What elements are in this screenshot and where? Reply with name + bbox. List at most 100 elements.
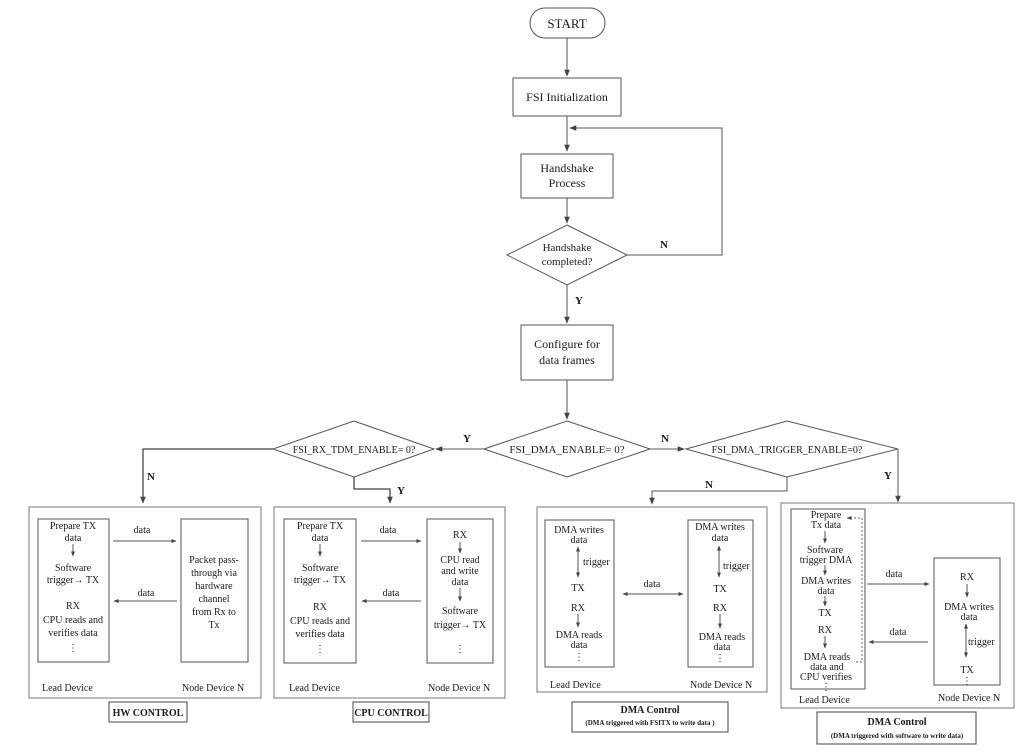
dma2-node-text-6: ⋮ <box>962 676 972 687</box>
dma2-lead-text-6: data <box>818 586 835 597</box>
dma1-node-text-2: data <box>712 533 729 544</box>
dma1-caption-box <box>571 701 729 733</box>
dma2-node-box <box>933 557 1001 686</box>
dma1-lead-text-6: DMA reads <box>556 630 602 641</box>
dma2-caption-sub: (DMA triggered with software to write da… <box>831 732 964 740</box>
dma1-node-device-label: Node Device N <box>690 680 752 691</box>
hw-node-text-4: channel <box>198 594 229 605</box>
dma1-node-box <box>687 519 754 668</box>
dma1-lead-text-8: ⋮ <box>574 652 584 663</box>
hw-lead-text-3: Software <box>55 563 92 574</box>
cpu-lead-text-5: RX <box>313 602 328 613</box>
dma2-lead-text-4: trigger DMA <box>800 555 853 566</box>
cpu-lead-text-2: data <box>312 533 329 544</box>
hw-lead-text-6: CPU reads and <box>43 615 103 626</box>
dma2-lead-text-12: ⋮ <box>821 682 831 693</box>
hw-arrow-top-label: data <box>134 525 151 536</box>
dma2-node-text-1: RX <box>960 572 975 583</box>
arrow-rx-tdm-no <box>140 448 273 504</box>
hw-node-text-2: through via <box>191 568 237 579</box>
configure-box <box>520 324 614 381</box>
dma2-lead-text-10: data and <box>810 662 844 673</box>
dma1-lead-text-2: data <box>571 535 588 546</box>
cpu-caption: CPU CONTROL <box>354 708 428 719</box>
rx-tdm-no-label: N <box>147 471 155 483</box>
hw-node-text-1: Packet pass- <box>189 555 239 566</box>
dma2-lead-text-7: TX <box>818 608 832 619</box>
dma2-lead-text-9: DMA reads <box>804 652 850 663</box>
dma2-caption-title: DMA Control <box>868 717 927 728</box>
handshake-no-label: N <box>660 239 668 251</box>
dma2-lead-text-11: CPU verifies <box>800 672 852 683</box>
cpu-lead-text-8: ⋮ <box>315 644 325 655</box>
cpu-node-text-2: CPU read <box>440 555 479 566</box>
dma2-lead-text-8: RX <box>818 625 833 636</box>
configure-label-1: Configure for <box>534 337 600 351</box>
cpu-node-device-label: Node Device N <box>428 683 490 694</box>
dma1-node-text-4: TX <box>713 584 727 595</box>
arrow-dma-trigger-no <box>649 477 788 505</box>
hw-lead-text-2: data <box>65 533 82 544</box>
dma1-lead-text-7: data <box>571 640 588 651</box>
cpu-node-text-1: RX <box>453 530 468 541</box>
dma1-lead-text-1: DMA writes <box>554 525 604 536</box>
fsi-init-box <box>512 77 622 117</box>
rx-tdm-yes-label: Y <box>397 485 405 497</box>
start-label: START <box>547 16 586 31</box>
cpu-caption-box <box>352 701 430 723</box>
cpu-lead-text-6: CPU reads and <box>290 616 350 627</box>
cpu-node-text-7: ⋮ <box>455 644 465 655</box>
handshake-decision-diamond <box>505 224 629 286</box>
hw-lead-text-4: trigger→ TX <box>47 575 100 586</box>
dma-software-panel: Prepare Tx data Software trigger DMA DMA… <box>780 502 1015 745</box>
dma2-lead-box <box>790 508 866 690</box>
dma-fsitx-panel: DMA writes data trigger TX RX DMA reads … <box>536 506 768 733</box>
dma1-lead-box <box>544 519 615 668</box>
cpu-arrow-top-label: data <box>380 525 397 536</box>
cpu-lead-text-3: Software <box>302 563 339 574</box>
arrow-rx-tdm-yes <box>353 477 393 504</box>
dma1-arrow-label: data <box>644 579 661 590</box>
hw-node-text-3: hardware <box>195 581 233 592</box>
hw-lead-text-7: verifies data <box>48 628 98 639</box>
handshake-decision-label-1: Handshake <box>543 242 592 254</box>
dma1-node-text-7: data <box>714 642 731 653</box>
dma-enable-label: FSI_DMA_ENABLE= 0? <box>509 444 624 456</box>
hw-node-text-6: Tx <box>208 620 219 631</box>
arrow-handshake-no-loop <box>569 125 723 256</box>
hw-caption: HW CONTROL <box>113 708 184 719</box>
dma1-node-text-5: RX <box>713 603 728 614</box>
rx-tdm-label: FSI_RX_TDM_ENABLE= 0? <box>293 445 416 456</box>
cpu-lead-text-4: trigger→ TX <box>294 575 347 586</box>
dma2-lead-device-label: Lead Device <box>799 695 850 706</box>
dma-trigger-yes-label: Y <box>884 470 892 482</box>
hw-control-panel: Prepare TX data Software trigger→ TX RX … <box>28 506 262 723</box>
hw-node-box <box>180 518 249 663</box>
cpu-lead-device-label: Lead Device <box>289 683 340 694</box>
dma1-caption-title: DMA Control <box>621 705 680 716</box>
dma1-node-text-3: trigger <box>723 561 750 572</box>
hw-lead-text-5: RX <box>66 601 81 612</box>
cpu-lead-text-7: verifies data <box>295 629 345 640</box>
cpu-lead-text-1: Prepare TX <box>297 521 344 532</box>
dma1-node-text-8: ⋮ <box>715 653 725 664</box>
dma1-lead-device-label: Lead Device <box>550 680 601 691</box>
hw-node-text-5: from Rx to <box>192 607 236 618</box>
dma2-lead-text-3: Software <box>807 545 844 556</box>
hw-lead-text-8: ⋮ <box>68 643 78 654</box>
dma1-lead-text-3: trigger <box>583 557 610 568</box>
hw-arrow-bottom-label: data <box>138 588 155 599</box>
dma-enable-yes-label: Y <box>463 433 471 445</box>
cpu-arrow-bottom-label: data <box>383 588 400 599</box>
dma2-lead-text-1: Prepare <box>811 510 842 521</box>
cpu-node-text-5: Software <box>442 606 479 617</box>
dma-trigger-no-label: N <box>705 479 713 491</box>
handshake-yes-label: Y <box>575 295 583 307</box>
dma2-node-text-4: trigger <box>968 637 995 648</box>
configure-label-2: data frames <box>539 353 595 367</box>
dma2-arrow-top-label: data <box>886 569 903 580</box>
dma1-node-text-1: DMA writes <box>695 522 745 533</box>
dma-enable-diamond <box>482 420 652 478</box>
cpu-control-panel: Prepare TX data Software trigger→ TX RX … <box>273 506 506 723</box>
dma2-lead-text-2: Tx data <box>811 520 842 531</box>
